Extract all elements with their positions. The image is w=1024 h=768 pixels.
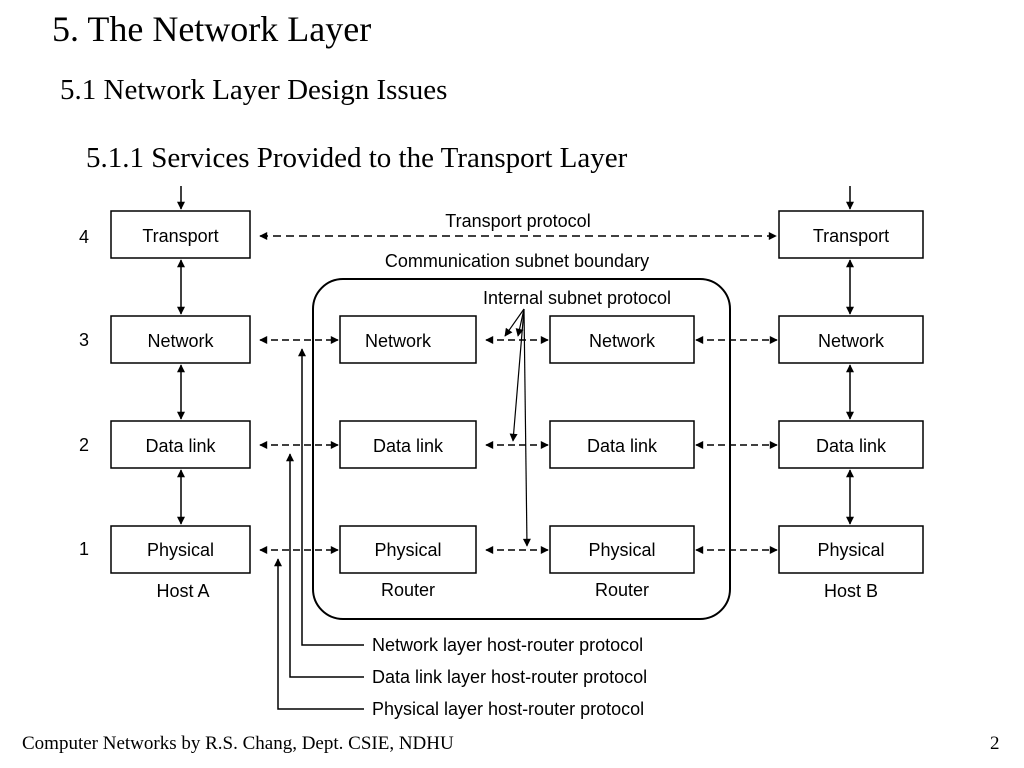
router-1-caption: Router [381, 580, 435, 600]
host-a-transport-label: Transport [142, 226, 218, 246]
host-a-caption: Host A [156, 581, 209, 601]
router-1-datalink-label: Data link [373, 436, 444, 456]
host-b-network-box [778, 315, 924, 364]
host-b-physical-label: Physical [817, 540, 884, 560]
host-b-stack: Transport Network Data link Physical Hos… [778, 210, 924, 601]
layer-number-1: 1 [79, 539, 89, 559]
host-a-stack: Transport Network Data link Physical Hos… [110, 210, 251, 601]
internal-pointer-network-left [504, 308, 525, 337]
footer-credit: Computer Networks by R.S. Chang, Dept. C… [22, 733, 454, 754]
internal-pointer-network-right [515, 308, 525, 337]
subsection-heading: 5.1.1 Services Provided to the Transport… [86, 142, 628, 174]
host-b-transport-label: Transport [813, 226, 889, 246]
section-heading: 5.1 Network Layer Design Issues [60, 74, 448, 106]
host-a-transport-box [110, 210, 251, 259]
physical-host-router-label: Physical layer host-router protocol [372, 699, 644, 719]
slide-title: 5. The Network Layer [52, 9, 372, 49]
router-2-physical-box [549, 525, 695, 574]
router-1-physical-label: Physical [374, 540, 441, 560]
router-2-caption: Router [595, 580, 649, 600]
transport-protocol-label: Transport protocol [445, 211, 590, 231]
host-a-network-box [110, 315, 251, 364]
datalink-host-router-label: Data link layer host-router protocol [372, 667, 647, 687]
host-a-datalink-label: Data link [145, 436, 216, 456]
router-2-datalink-box [549, 420, 695, 469]
internal-subnet-pointers [504, 308, 531, 547]
router-1-network-label: Network [365, 331, 432, 351]
router-1-stack: Network Data link Physical Router [339, 315, 477, 600]
layer-number-2: 2 [79, 435, 89, 455]
host-a-physical-box [110, 525, 251, 574]
subnet-boundary-label: Communication subnet boundary [385, 251, 649, 271]
network-host-router-label: Network layer host-router protocol [372, 635, 643, 655]
internal-subnet-protocol-label: Internal subnet protocol [483, 288, 671, 308]
host-b-transport-box [778, 210, 924, 259]
host-a-network-label: Network [147, 331, 214, 351]
host-a-physical-label: Physical [147, 540, 214, 560]
host-b-datalink-box [778, 420, 924, 469]
router-2-stack: Network Data link Physical Router [549, 315, 695, 600]
page-number: 2 [990, 733, 1000, 754]
host-router-leaders [274, 348, 364, 710]
datalink-host-router-leader [286, 453, 364, 678]
host-a-datalink-box [110, 420, 251, 469]
router-2-network-box [549, 315, 695, 364]
internal-pointer-physical [522, 308, 531, 547]
router-2-physical-label: Physical [588, 540, 655, 560]
router-2-network-label: Network [589, 331, 656, 351]
host-b-network-label: Network [818, 331, 885, 351]
peer-protocol-arrows [259, 336, 778, 554]
host-b-caption: Host B [824, 581, 878, 601]
host-b-physical-box [778, 525, 924, 574]
host-b-datalink-label: Data link [816, 436, 887, 456]
layer-number-4: 4 [79, 227, 89, 247]
router-1-network-box [339, 315, 477, 364]
router-2-datalink-label: Data link [587, 436, 658, 456]
network-host-router-leader [298, 348, 364, 646]
subnet-boundary [312, 278, 731, 620]
router-1-physical-box [339, 525, 477, 574]
physical-host-router-leader [274, 558, 364, 710]
internal-pointer-datalink [509, 308, 525, 442]
router-1-datalink-box [339, 420, 477, 469]
layer-number-3: 3 [79, 330, 89, 350]
